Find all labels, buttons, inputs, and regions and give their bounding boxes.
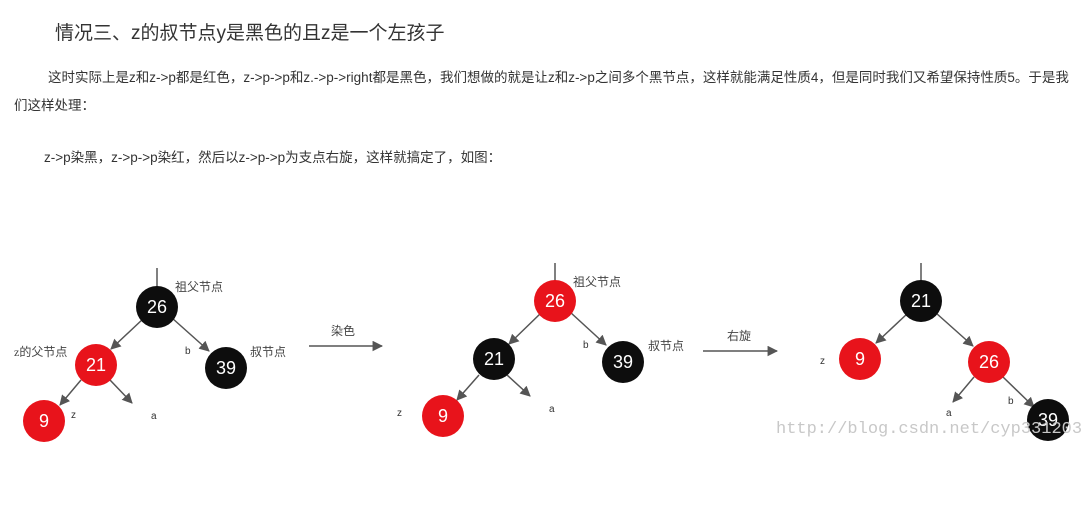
node-right-2 (602, 341, 644, 383)
node-leftleft-2-value: 9 (438, 406, 448, 426)
node-rightright-3-value: 39 (1038, 410, 1058, 430)
label-z: z (71, 410, 76, 421)
node-root-3 (900, 280, 942, 322)
node-right-3 (968, 341, 1010, 383)
step-recolor: 染色 (309, 323, 384, 352)
step-recolor-label: 染色 (331, 323, 355, 338)
label-grandparent-2: 祖父节点 (573, 274, 621, 289)
node-left-3 (839, 338, 881, 380)
node-leftleft (23, 400, 65, 442)
tree-before: 26 21 39 9 祖父节点 z的父节点 叔节点 z a b (14, 268, 286, 442)
edge-root-left-2 (508, 311, 543, 345)
label-uncle: 叔节点 (250, 345, 286, 359)
section-heading: 情况三、z的叔节点y是黑色的且z是一个左孩子 (55, 23, 445, 44)
node-left (75, 344, 117, 386)
node-root-2-value: 26 (545, 291, 565, 311)
edge-root-right (171, 317, 210, 352)
edge-right-a-3 (952, 376, 975, 403)
step-rotate-label: 右旋 (727, 328, 751, 343)
node-right-2-value: 39 (613, 352, 633, 372)
node-right (205, 347, 247, 389)
edge-root-right-3 (935, 312, 974, 347)
label-a: a (151, 411, 157, 422)
paragraph-procedure: z->p染黑，z->p->p染红，然后以z->p->p为支点右旋，这样就搞定了，… (44, 150, 502, 165)
tree-after: 21 9 26 39 z a b (820, 263, 1069, 441)
label-z-3: z (820, 356, 825, 367)
edge-left-leftleft (59, 379, 82, 406)
label-a-3: a (946, 408, 952, 419)
node-left-2 (473, 338, 515, 380)
edge-left-leftleft-2 (456, 374, 480, 401)
label-b: b (185, 346, 191, 357)
node-left-value: 21 (86, 355, 106, 375)
label-parent: z的父节点 (14, 344, 67, 359)
tree-recolored: 26 21 39 9 祖父节点 叔节点 z a b (397, 263, 684, 437)
label-grandparent: 祖父节点 (175, 279, 223, 294)
label-b-2: b (583, 340, 589, 351)
edge-root-left (110, 317, 145, 350)
edge-right-rightright-3 (1002, 376, 1035, 408)
step-rotate-right: 右旋 (703, 328, 779, 357)
edge-root-right-2 (569, 311, 607, 346)
edge-left-a (109, 379, 133, 404)
node-leftleft-2 (422, 395, 464, 437)
node-left-3-value: 9 (855, 349, 865, 369)
node-root-3-value: 21 (911, 291, 931, 311)
label-z-2: z (397, 408, 402, 419)
node-leftleft-value: 9 (39, 411, 49, 431)
paragraph-explanation: 这时实际上是z和z->p都是红色，z->p->p和z.->p->right都是黑… (14, 70, 1069, 113)
node-root (136, 286, 178, 328)
label-uncle-2: 叔节点 (648, 339, 684, 353)
node-root-2 (534, 280, 576, 322)
watermark: http://blog.csdn.net/cyp331203 (776, 420, 1082, 439)
edge-root-left-3 (875, 312, 909, 344)
label-a-2: a (549, 404, 555, 415)
label-b-3: b (1008, 396, 1014, 407)
node-rightright-3 (1027, 399, 1069, 441)
node-right-3-value: 26 (979, 352, 999, 372)
edge-left-a-2 (506, 374, 531, 397)
node-root-value: 26 (147, 297, 167, 317)
node-left-2-value: 21 (484, 349, 504, 369)
node-right-value: 39 (216, 358, 236, 378)
